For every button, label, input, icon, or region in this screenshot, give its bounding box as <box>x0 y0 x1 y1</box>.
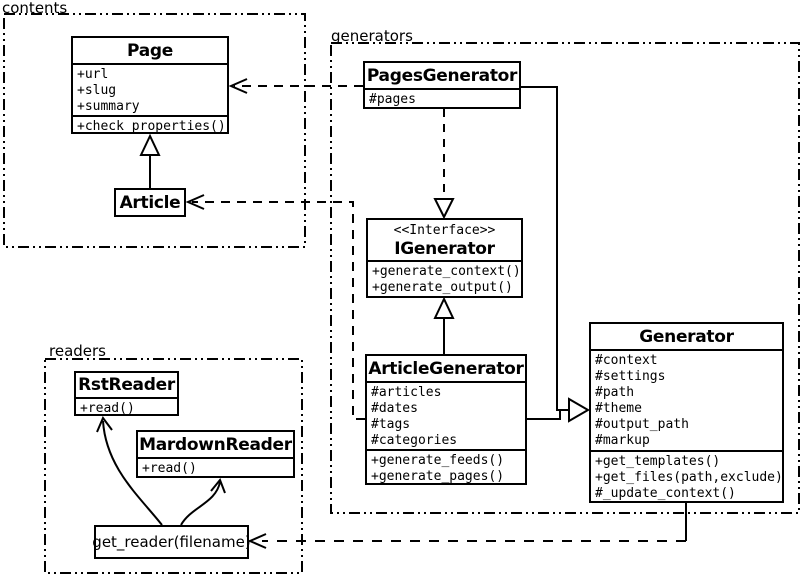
class-methods-igenerator: +generate_context() +generate_output() <box>368 260 521 296</box>
arrow-getreader-to-markdownreader <box>180 478 226 526</box>
class-attributes-page: +url +slug +summary <box>73 63 227 115</box>
class-methods-markdownreader: +read() <box>138 457 293 476</box>
class-title-markdownreader: MardownReader <box>139 434 292 455</box>
dependency-generator-to-getreader <box>247 503 687 549</box>
class-attributes-generator: #context #settings #path #theme #output_… <box>591 349 782 450</box>
class-title-page: Page <box>127 40 173 61</box>
arrow-getreader-to-rstreader <box>96 416 163 526</box>
generalization-articlegenerator-to-igenerator <box>433 296 455 354</box>
class-box-page: Page +url +slug +summary +check_properti… <box>71 36 229 134</box>
class-methods-rstreader: +read() <box>76 397 177 414</box>
generalization-pagesgenerator-to-generator <box>521 86 569 411</box>
package-border-contents <box>3 13 306 248</box>
generalization-article-to-page <box>139 133 161 188</box>
class-box-markdownreader: MardownReader +read() <box>136 430 295 478</box>
class-box-pagesgenerator: PagesGenerator #pages <box>363 61 521 109</box>
class-box-generator: Generator #context #settings #path #them… <box>589 322 784 503</box>
class-title-rstreader: RstReader <box>78 375 175 395</box>
class-methods-articlegenerator: +generate_feeds() +generate_pages() <box>367 449 525 483</box>
class-methods-page: +check_properties() <box>73 115 227 132</box>
package-label-readers: readers <box>49 342 106 360</box>
class-box-rstreader: RstReader +read() <box>74 371 179 416</box>
class-box-igenerator: <<Interface>> IGenerator +generate_conte… <box>366 218 523 298</box>
dependency-pagesgenerator-to-page <box>228 78 363 94</box>
class-attributes-pagesgenerator: #pages <box>365 88 519 107</box>
class-title-igenerator: IGenerator <box>394 239 495 259</box>
realization-pagesgenerator-to-igenerator <box>433 109 455 220</box>
function-box-get-reader: get_reader(filename) <box>92 525 251 559</box>
package-label-contents: contents <box>2 0 68 17</box>
class-methods-generator: +get_templates() +get_files(path,exclude… <box>591 450 782 501</box>
class-title-article: Article <box>119 192 181 213</box>
package-label-generators: generators <box>331 27 413 45</box>
package-border-readers <box>44 358 303 574</box>
class-box-article: Article <box>114 188 186 217</box>
class-stereotype-igenerator: <<Interface>> <box>393 223 496 238</box>
class-title-articlegenerator: ArticleGenerator <box>368 358 524 379</box>
class-title-generator: Generator <box>639 326 734 347</box>
dependency-articlegenerator-to-article <box>185 194 365 420</box>
generalization-articlegenerator-to-generator <box>527 397 590 423</box>
class-attributes-articlegenerator: #articles #dates #tags #categories <box>367 381 525 449</box>
class-title-pagesgenerator: PagesGenerator <box>366 65 518 86</box>
package-border-generators <box>330 42 800 514</box>
class-box-articlegenerator: ArticleGenerator #articles #dates #tags … <box>365 354 527 485</box>
